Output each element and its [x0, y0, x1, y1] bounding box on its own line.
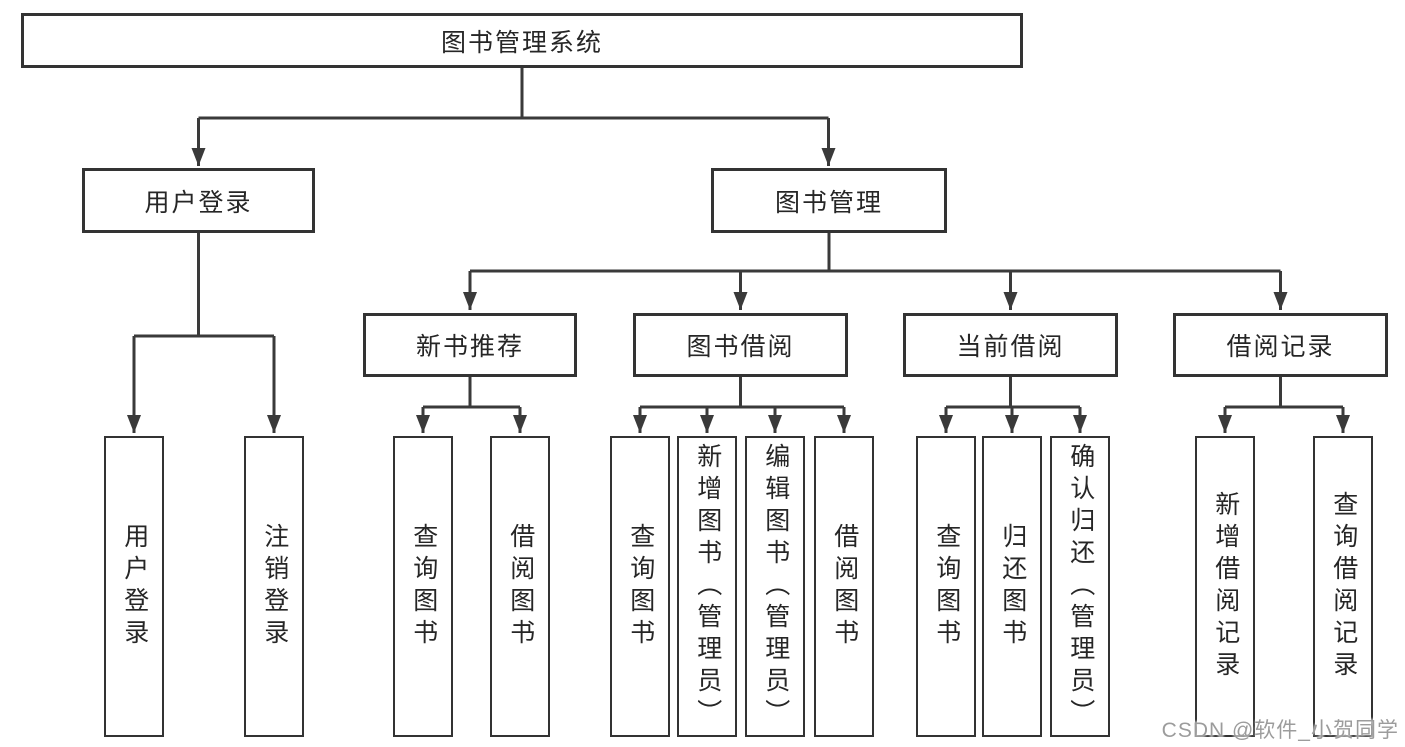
- leaf-confirm-return-admin: 确认归还（管理员）: [1050, 436, 1110, 737]
- node-user-login: 用户登录: [82, 168, 315, 233]
- leaf-borrow-book-label: 借阅图书: [830, 522, 859, 651]
- csdn-watermark: CSDN @软件_小贺同学: [1161, 719, 1399, 742]
- leaf-edit-book-admin: 编辑图书（管理员）: [745, 436, 805, 737]
- leaf-add-borrow-record: 新增借阅记录: [1195, 436, 1255, 737]
- leaf-query-borrow-record: 查询借阅记录: [1313, 436, 1373, 737]
- leaf-add-borrow-record-label: 新增借阅记录: [1211, 490, 1240, 683]
- leaf-query-borrow-record-label: 查询借阅记录: [1329, 490, 1358, 683]
- leaf-borrow-book: 借阅图书: [814, 436, 874, 737]
- leaf-add-book-admin: 新增图书（管理员）: [677, 436, 737, 737]
- leaf-query-book-current: 查询图书: [916, 436, 976, 737]
- leaf-query-book-borrow-label: 查询图书: [626, 522, 655, 651]
- leaf-edit-book-admin-label: 编辑图书（管理员）: [761, 442, 790, 731]
- node-current-borrow: 当前借阅: [903, 313, 1118, 377]
- leaf-query-book-borrow: 查询图书: [610, 436, 670, 737]
- leaf-user-login-label: 用户登录: [120, 522, 149, 651]
- leaf-return-book: 归还图书: [982, 436, 1042, 737]
- leaf-borrow-book-recommend-label: 借阅图书: [506, 522, 535, 651]
- node-library-management-system: 图书管理系统: [21, 13, 1023, 68]
- leaf-query-book-recommend-label: 查询图书: [409, 522, 438, 651]
- leaf-confirm-return-admin-label: 确认归还（管理员）: [1066, 442, 1095, 731]
- leaf-logout: 注销登录: [244, 436, 304, 737]
- node-borrow-records: 借阅记录: [1173, 313, 1388, 377]
- leaf-logout-label: 注销登录: [260, 522, 289, 651]
- leaf-user-login: 用户登录: [104, 436, 164, 737]
- node-book-borrow: 图书借阅: [633, 313, 848, 377]
- leaf-query-book-current-label: 查询图书: [932, 522, 961, 651]
- node-book-management: 图书管理: [711, 168, 947, 233]
- node-new-book-recommend: 新书推荐: [363, 313, 577, 377]
- leaf-query-book-recommend: 查询图书: [393, 436, 453, 737]
- leaf-return-book-label: 归还图书: [998, 522, 1027, 651]
- leaf-add-book-admin-label: 新增图书（管理员）: [693, 442, 722, 731]
- leaf-borrow-book-recommend: 借阅图书: [490, 436, 550, 737]
